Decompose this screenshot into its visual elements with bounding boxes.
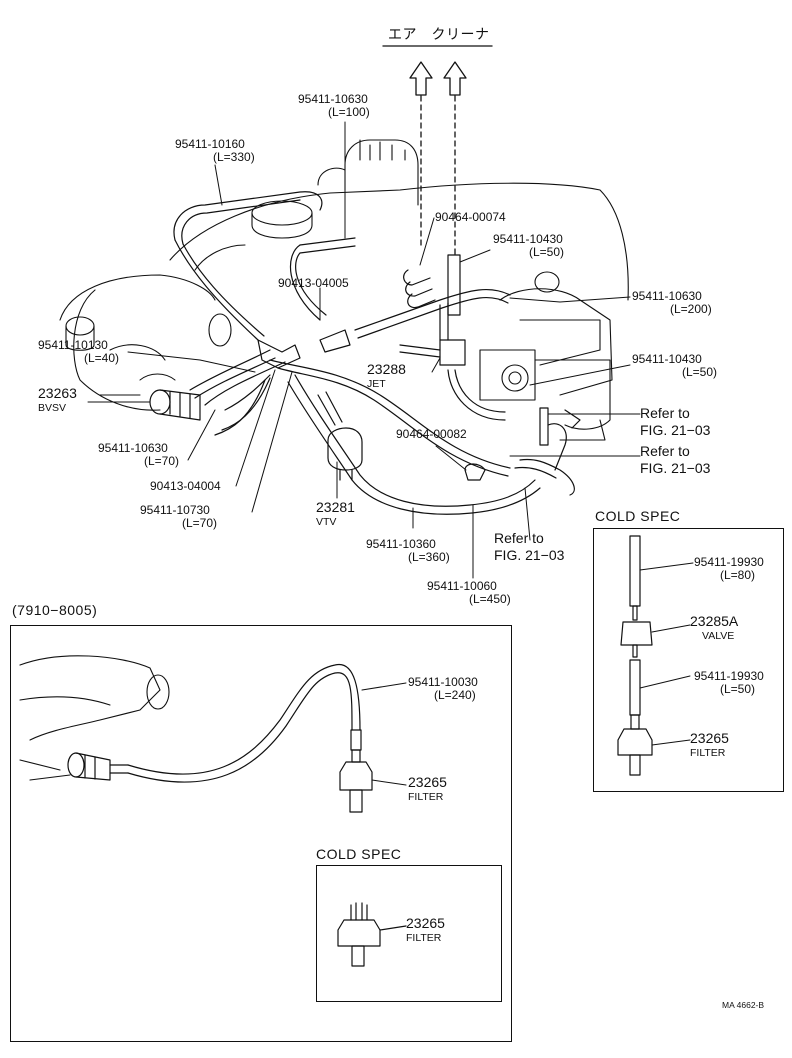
part-label-23288: 23288 JET bbox=[367, 361, 406, 391]
cold-spec-right-filter bbox=[617, 714, 653, 776]
connector-tee bbox=[257, 329, 351, 369]
part-label-95411-10060: 95411-10060 (L=450) bbox=[427, 579, 511, 606]
air-cleaner-title: エア クリーナ bbox=[388, 26, 490, 42]
bvsv-valve bbox=[149, 389, 201, 421]
part-label-95411-10630-l70: 95411-10630 (L=70) bbox=[98, 441, 180, 468]
variant-filter bbox=[339, 749, 373, 813]
hose-10630-200 bbox=[354, 289, 511, 341]
cold-spec-right-leaders bbox=[639, 562, 694, 746]
part-label-95411-10360: 95411-10360 (L=360) bbox=[366, 537, 450, 564]
hose-10630-upper bbox=[289, 237, 356, 321]
part-label-23263: 23263 BVSV bbox=[38, 385, 77, 415]
refer-label-1: Refer to FIG. 21−03 bbox=[640, 405, 711, 438]
air-cleaner-arrow-right bbox=[443, 61, 467, 96]
variant-bvsv bbox=[67, 752, 129, 781]
variant-cold-filter bbox=[337, 902, 407, 967]
air-cleaner-arrow-left bbox=[409, 61, 433, 96]
vtv-valve bbox=[317, 391, 363, 481]
part-label-95411-10430-upper: 95411-10430 (L=50) bbox=[493, 232, 565, 259]
cold-spec-right-filter-label: 23265 FILTER bbox=[690, 730, 729, 760]
variant-title: (7910−8005) bbox=[12, 602, 98, 618]
variant-cold-filter-label: 23265 FILTER bbox=[406, 915, 445, 945]
cold-spec-right-title: COLD SPEC bbox=[595, 508, 681, 524]
hose-left-bundle bbox=[189, 349, 286, 436]
variant-box bbox=[10, 625, 512, 1042]
engine-outline bbox=[59, 139, 629, 441]
cold-spec-right-hose-1-label: 95411-19930 (L=80) bbox=[694, 555, 764, 582]
clamp-00082 bbox=[464, 463, 486, 481]
figure-code: MA 4662-B bbox=[722, 1000, 765, 1010]
hose-10160 bbox=[173, 191, 323, 341]
variant-leaders bbox=[361, 682, 407, 786]
variant-cold-spec-box bbox=[316, 865, 502, 1002]
part-label-90413-04005: 90413-04005 bbox=[278, 276, 349, 290]
refer-hoses bbox=[514, 407, 581, 496]
part-label-23281: 23281 VTV bbox=[316, 499, 355, 529]
cold-spec-right-hose-2-label: 95411-19930 (L=50) bbox=[694, 669, 764, 696]
part-label-95411-10130: 95411-10130 (L=40) bbox=[38, 338, 120, 365]
hose-main-loop bbox=[269, 359, 541, 515]
jet-block bbox=[399, 339, 506, 421]
cold-spec-right-valve-label: 23285A VALVE bbox=[690, 613, 739, 643]
variant-cold-spec-title: COLD SPEC bbox=[316, 846, 402, 862]
part-label-95411-10730: 95411-10730 (L=70) bbox=[140, 503, 218, 530]
variant-engine-outline bbox=[19, 655, 170, 781]
hose-10430-jet bbox=[447, 254, 461, 316]
part-label-95411-10630-l100: 95411-10630 (L=100) bbox=[298, 92, 370, 119]
part-label-95411-10430-lower: 95411-10430 (L=50) bbox=[632, 352, 718, 379]
part-label-90413-04004: 90413-04004 bbox=[150, 479, 221, 493]
refer-label-2: Refer to FIG. 21−03 bbox=[640, 443, 711, 476]
cold-spec-right-box bbox=[593, 528, 784, 792]
cold-spec-right-valve bbox=[620, 605, 653, 658]
part-label-95411-10160: 95411-10160 (L=330) bbox=[175, 137, 255, 164]
variant-hose-label: 95411-10030 (L=240) bbox=[408, 675, 478, 702]
refer-label-3: Refer to FIG. 21−03 bbox=[494, 530, 565, 563]
part-label-95411-10630-l200: 95411-10630 (L=200) bbox=[632, 289, 712, 316]
part-label-90464-00082: 90464-00082 bbox=[396, 427, 467, 441]
leader-lines bbox=[87, 121, 641, 579]
clamp-00074 bbox=[403, 269, 436, 309]
variant-filter-label: 23265 FILTER bbox=[408, 774, 447, 804]
part-label-90464-00074: 90464-00074 bbox=[435, 210, 506, 224]
